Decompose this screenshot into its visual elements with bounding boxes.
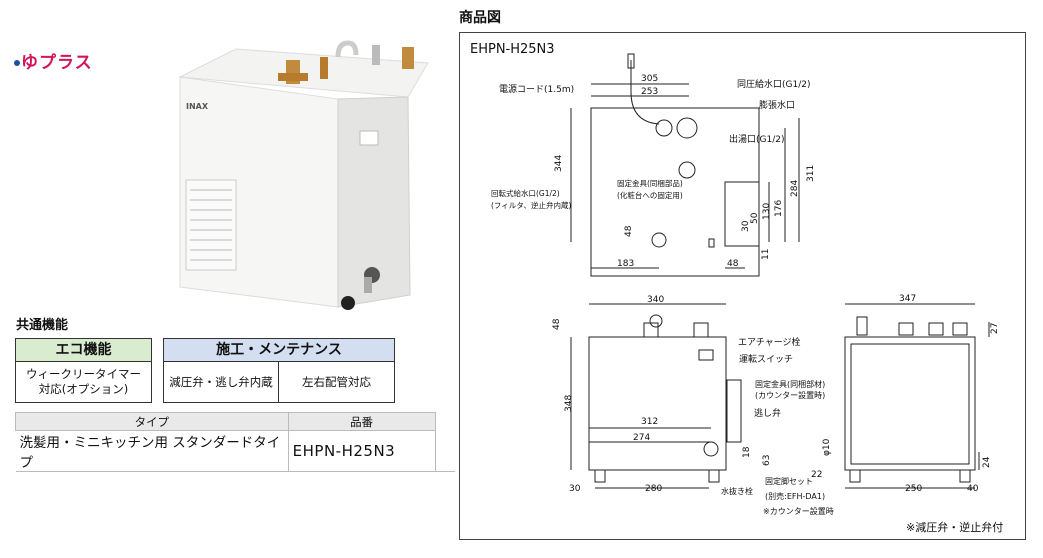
label-fixture: 固定金具(同梱部品) bbox=[617, 178, 683, 188]
label-leg-set-sub: (別売:EFH-DA1) bbox=[765, 491, 825, 501]
svg-text:30: 30 bbox=[741, 220, 751, 232]
diagram-frame bbox=[459, 32, 1026, 540]
table-row: 洗髪用・ミニキッチン用 スタンダードタイプ EHPN-H25N3 bbox=[15, 430, 455, 472]
maintenance-feature-box: 施工・メンテナンス 減圧弁・逃し弁内蔵 左右配管対応 bbox=[163, 338, 395, 403]
svg-text:24: 24 bbox=[982, 456, 992, 468]
svg-text:48: 48 bbox=[727, 259, 739, 269]
label-air-charge: エアチャージ栓 bbox=[738, 336, 801, 348]
type-table: タイプ 品番 洗髪用・ミニキッチン用 スタンダードタイプ EHPN-H25N3 bbox=[15, 412, 455, 472]
svg-text:348: 348 bbox=[564, 395, 574, 412]
svg-text:130: 130 bbox=[762, 203, 772, 220]
label-leg-set: 固定脚セット bbox=[765, 476, 813, 486]
svg-text:305: 305 bbox=[641, 74, 658, 84]
maintenance-col1: 減圧弁・逃し弁内蔵 bbox=[164, 362, 279, 402]
svg-text:22: 22 bbox=[811, 470, 822, 480]
svg-text:30: 30 bbox=[569, 484, 581, 494]
svg-text:340: 340 bbox=[647, 295, 664, 305]
eco-text: ウィークリータイマー 対応(オプション) bbox=[26, 367, 141, 396]
svg-text:253: 253 bbox=[641, 87, 658, 97]
svg-text:50: 50 bbox=[750, 212, 760, 224]
label-relief-valve: 逃し弁 bbox=[754, 407, 781, 419]
svg-text:274: 274 bbox=[633, 433, 650, 443]
front-view-outline bbox=[588, 336, 727, 471]
svg-text:183: 183 bbox=[617, 259, 634, 269]
product-photo: INAX bbox=[178, 40, 429, 310]
svg-text:344: 344 bbox=[554, 155, 564, 172]
svg-text:312: 312 bbox=[641, 417, 658, 427]
diagram-note: ※減圧弁・逆止弁付 bbox=[906, 521, 1004, 534]
technical-drawing: 電源コード(1.5m) 同圧給水口(G1/2) 膨張水口 出湯口(G1/2) 固… bbox=[491, 53, 1000, 516]
svg-text:63: 63 bbox=[762, 455, 772, 466]
logo-dot-icon bbox=[14, 60, 20, 66]
label-rotary-inlet-sub: (フィルタ、逆止弁内蔵) bbox=[491, 200, 572, 210]
label-hot-outlet: 出湯口(G1/2) bbox=[729, 133, 784, 145]
svg-text:48: 48 bbox=[624, 225, 634, 237]
type-header: タイプ bbox=[15, 412, 289, 431]
label-run-switch: 運転スイッチ bbox=[739, 354, 793, 365]
label-fixture2: 固定金具(同梱部材) bbox=[755, 379, 825, 389]
svg-text:250: 250 bbox=[905, 484, 922, 494]
label-power-cord: 電源コード(1.5m) bbox=[499, 84, 574, 95]
model-cell: EHPN-H25N3 bbox=[288, 430, 436, 472]
label-expansion-outlet: 膨張水口 bbox=[759, 99, 795, 111]
common-features-title: 共通機能 bbox=[16, 318, 69, 333]
svg-text:27: 27 bbox=[990, 323, 1000, 334]
inax-label: INAX bbox=[186, 102, 209, 111]
svg-text:φ10: φ10 bbox=[822, 438, 832, 456]
maintenance-header: 施工・メンテナンス bbox=[164, 339, 394, 362]
eco-feature-box: エコ機能 ウィークリータイマー 対応(オプション) bbox=[15, 338, 152, 403]
diagram-model: EHPN-H25N3 bbox=[470, 42, 555, 57]
svg-text:280: 280 bbox=[645, 484, 662, 494]
label-fixture-sub: (化粧台への固定用) bbox=[617, 190, 683, 200]
label-drain-plug: 水抜き栓 bbox=[721, 486, 753, 496]
svg-text:40: 40 bbox=[967, 484, 979, 494]
label-rotary-inlet: 回転式給水口(G1/2) bbox=[491, 188, 560, 198]
model-header: 品番 bbox=[287, 412, 436, 431]
side-view-outline bbox=[844, 336, 976, 471]
label-leg-set-note: ※カウンター設置時 bbox=[763, 506, 834, 516]
yuplus-logo: ゆプラス bbox=[14, 48, 93, 73]
svg-text:18: 18 bbox=[742, 446, 752, 458]
svg-text:11: 11 bbox=[761, 249, 771, 260]
label-same-pressure-inlet: 同圧給水口(G1/2) bbox=[737, 78, 810, 90]
type-cell: 洗髪用・ミニキッチン用 スタンダードタイプ bbox=[15, 430, 289, 472]
svg-text:311: 311 bbox=[806, 165, 816, 182]
label-fixture2-sub: (カウンター設置時) bbox=[755, 390, 825, 400]
svg-text:347: 347 bbox=[899, 294, 916, 304]
svg-text:48: 48 bbox=[552, 318, 562, 330]
diagram-title: 商品図 bbox=[459, 10, 501, 26]
svg-text:284: 284 bbox=[790, 180, 800, 197]
eco-header: エコ機能 bbox=[16, 339, 151, 362]
svg-text:176: 176 bbox=[774, 200, 784, 217]
maintenance-col2: 左右配管対応 bbox=[302, 374, 371, 389]
